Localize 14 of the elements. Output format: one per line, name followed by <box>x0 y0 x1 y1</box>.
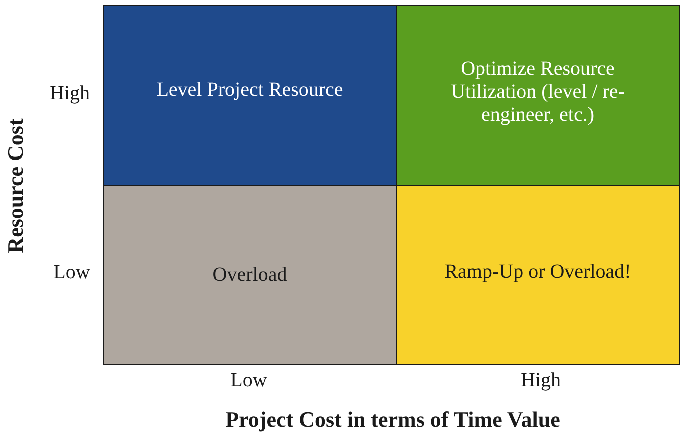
quadrant-label: Optimize Resource Utilization (level / re-engineer, etc.) <box>450 58 626 128</box>
quadrant-box <box>103 5 397 186</box>
axis-tick-label: Low <box>54 262 90 284</box>
axis-title: Project Cost in terms of Time Value <box>226 407 560 433</box>
axis-tick-label: High <box>521 370 561 392</box>
quadrant-label: Overload <box>212 264 288 286</box>
quadrant-box <box>396 5 680 186</box>
quadrant-label: Level Project Resource <box>156 79 344 103</box>
quadrant-box <box>396 185 680 365</box>
quadrant-label: Ramp-Up or Overload! <box>444 260 632 284</box>
axis-tick-label: Low <box>230 370 268 392</box>
axis-title: Resource Cost <box>3 118 29 254</box>
quadrant-box <box>103 185 397 365</box>
axis-tick-label: High <box>50 82 90 106</box>
